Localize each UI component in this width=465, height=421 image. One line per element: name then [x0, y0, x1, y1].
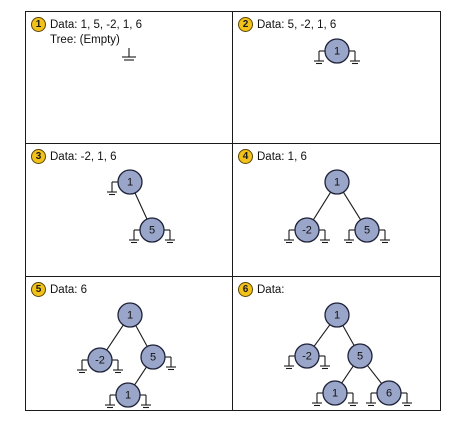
- tree-node: 1: [322, 380, 348, 406]
- step-panel-1: 1 Data: 1, 5, -2, 1, 6 Tree: (Empty): [25, 11, 233, 144]
- tree-node-value: 5: [364, 225, 370, 237]
- null-ground-icon: [165, 356, 176, 371]
- step-number-badge: 2: [238, 17, 253, 32]
- tree-node: 1: [115, 382, 141, 408]
- tree-node: 5: [354, 217, 380, 243]
- tree-edge: [134, 366, 147, 386]
- null-ground-icon: [312, 392, 323, 407]
- null-ground-icon: [164, 229, 175, 244]
- null-ground-icon: [122, 48, 136, 61]
- tree-diagram: 15: [107, 169, 175, 244]
- tree-node-value: 5: [150, 352, 156, 364]
- tree-node: 5: [140, 344, 166, 370]
- tree-edge: [342, 191, 362, 221]
- null-ground-icon: [319, 229, 330, 244]
- tree-diagram: 1 -2 5 1: [77, 302, 176, 409]
- remaining-data-label: Data:: [257, 283, 285, 296]
- step-number-badge: 1: [31, 17, 46, 32]
- tree-node-value: 1: [334, 310, 340, 322]
- tree-diagram: 1 -2 5: [284, 169, 390, 244]
- tree-edge: [313, 324, 331, 347]
- null-ground-icon: [344, 229, 355, 244]
- tree-node: 5: [139, 217, 165, 243]
- null-ground-icon: [379, 229, 390, 244]
- remaining-data-label: Data: 6: [50, 283, 88, 296]
- null-ground-icon: [284, 355, 295, 370]
- step-panel-6: 6 Data: 1 -2 5 1 6: [233, 277, 441, 411]
- tree-edge: [342, 325, 355, 346]
- tree-node-value: 5: [357, 351, 363, 363]
- tree-edge: [366, 365, 383, 384]
- tree-node-value: 1: [127, 177, 133, 189]
- remaining-data-label: Data: 5, -2, 1, 6: [257, 18, 337, 31]
- tree-node-value: 1: [127, 310, 133, 322]
- null-ground-icon: [129, 229, 140, 244]
- tree-edge: [135, 325, 148, 347]
- tree-node-value: 1: [334, 177, 340, 189]
- null-ground-icon: [77, 359, 88, 374]
- step-header: 2 Data: 5, -2, 1, 6: [238, 17, 336, 32]
- tree-node: 1: [324, 302, 350, 328]
- tree-state-label: Tree: (Empty): [50, 34, 120, 46]
- null-ground-icon: [347, 392, 358, 407]
- tree-diagram: 1: [314, 38, 360, 65]
- tree-node-value: -2: [95, 355, 105, 367]
- remaining-data-label: Data: 1, 5, -2, 1, 6: [50, 18, 143, 31]
- null-ground-icon: [140, 394, 151, 409]
- tree-node-value: -2: [302, 225, 312, 237]
- tree-edge: [134, 192, 148, 220]
- null-ground-icon: [112, 359, 123, 374]
- step-panel-2: 2 Data: 5, -2, 1, 6 1: [233, 11, 441, 144]
- tree-edge: [341, 365, 354, 384]
- step-number-badge: 6: [238, 282, 253, 297]
- tree-edge: [106, 324, 124, 351]
- step-header: 4 Data: 1, 6: [238, 149, 307, 164]
- tree-node-value: 1: [125, 390, 131, 402]
- null-ground-icon: [314, 50, 325, 65]
- null-ground-icon: [401, 392, 412, 407]
- null-ground-icon: [349, 50, 360, 65]
- null-ground-icon: [319, 355, 330, 370]
- step-header: 3 Data: -2, 1, 6: [31, 149, 116, 164]
- tree-node-value: 6: [386, 388, 392, 400]
- tree-node: 1: [117, 302, 143, 328]
- remaining-data-label: Data: -2, 1, 6: [50, 150, 117, 163]
- step-header: 6 Data:: [238, 282, 285, 297]
- tree-node: 5: [347, 343, 373, 369]
- null-ground-icon: [107, 181, 118, 196]
- tree-node-value: 1: [332, 388, 338, 400]
- step-header: 1 Data: 1, 5, -2, 1, 6: [31, 17, 142, 32]
- step-number-badge: 5: [31, 282, 46, 297]
- tree-node: -2: [87, 347, 113, 373]
- tree-node-value: 1: [334, 46, 340, 58]
- tree-node: -2: [294, 217, 320, 243]
- tree-edge: [312, 191, 332, 221]
- tree-node: 1: [324, 38, 350, 64]
- tree-node: 1: [324, 169, 350, 195]
- empty-tree-null-symbol: [122, 48, 136, 61]
- null-ground-icon: [284, 229, 295, 244]
- step-panel-5: 5 Data: 6 1 -2 5 1: [25, 277, 233, 411]
- null-ground-icon: [366, 392, 377, 407]
- tree-node-value: -2: [302, 351, 312, 363]
- tree-node: 1: [117, 169, 143, 195]
- bst-insertion-figure: 1 Data: 1, 5, -2, 1, 6 Tree: (Empty) 2 D…: [25, 11, 441, 411]
- step-panel-4: 4 Data: 1, 6 1 -2 5: [233, 144, 441, 277]
- tree-diagram: 1 -2 5 1 6: [284, 302, 412, 407]
- null-ground-icon: [105, 394, 116, 409]
- step-number-badge: 4: [238, 149, 253, 164]
- step-header: 5 Data: 6: [31, 282, 87, 297]
- tree-node: -2: [294, 343, 320, 369]
- remaining-data-label: Data: 1, 6: [257, 150, 307, 163]
- tree-node: 6: [376, 380, 402, 406]
- step-number-badge: 3: [31, 149, 46, 164]
- tree-node-value: 5: [149, 225, 155, 237]
